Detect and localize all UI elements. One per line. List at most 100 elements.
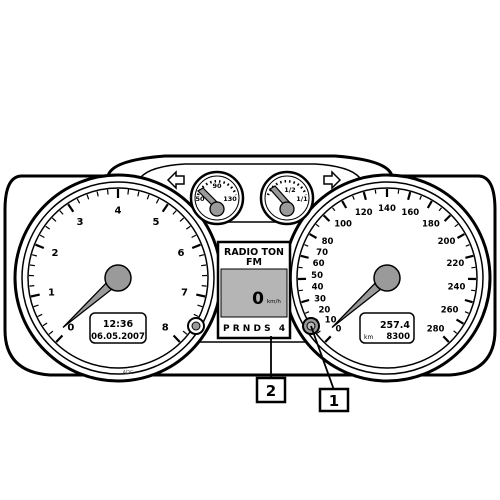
speedometer-tick bbox=[309, 233, 318, 239]
tachometer-tick bbox=[86, 194, 90, 200]
speedometer-tick bbox=[464, 311, 469, 314]
speedometer-tick bbox=[454, 223, 459, 228]
tach-label-8: 8 bbox=[162, 322, 169, 333]
digital-speed-value: 0 bbox=[252, 289, 264, 309]
left-turn-signal-icon bbox=[166, 170, 185, 190]
speedometer-tick bbox=[298, 289, 303, 292]
tachometer-tick bbox=[30, 293, 40, 298]
speedometer-hub bbox=[373, 264, 401, 292]
speed-label-140: 140 bbox=[378, 204, 396, 214]
display-band-line: FM bbox=[246, 257, 262, 268]
tachometer-tick bbox=[31, 254, 38, 257]
speedometer-tick bbox=[301, 298, 310, 304]
speedometer-tick bbox=[465, 244, 470, 247]
tachometer-tick bbox=[59, 210, 64, 215]
temp-label-50: 50 bbox=[195, 195, 205, 203]
tachometer-tick bbox=[51, 217, 57, 222]
callout-1-box bbox=[318, 387, 350, 413]
speed-label-200: 200 bbox=[438, 237, 456, 247]
speedometer-tick bbox=[464, 298, 473, 304]
speedometer-scale-labels: 0 10 20 30 40 50 60 70 80 100 120 140 16… bbox=[311, 204, 465, 334]
tachometer-tick bbox=[39, 234, 45, 239]
tachometer-tick bbox=[179, 217, 185, 222]
tachometer-ticks bbox=[28, 189, 208, 343]
tachometer-tick bbox=[201, 264, 207, 267]
speed-label-20: 20 bbox=[318, 305, 330, 315]
callout-2-box bbox=[255, 376, 287, 404]
speedometer-tick bbox=[300, 254, 309, 259]
current-gear-number: 4 bbox=[279, 324, 285, 334]
speed-label-30: 30 bbox=[314, 294, 326, 304]
total-odometer: 8300 bbox=[386, 332, 410, 342]
speedometer-tick bbox=[322, 214, 331, 222]
tachometer-tick bbox=[76, 198, 81, 204]
tachometer-tick bbox=[35, 243, 45, 250]
tachometer-tick bbox=[196, 293, 206, 298]
tachometer-tick bbox=[201, 285, 207, 287]
driver-information-display: RADIO TON FM 0 km/h P R N D S 4 bbox=[216, 240, 292, 340]
right-turn-signal-icon bbox=[323, 170, 342, 190]
fuel-label-half: 1/2 bbox=[284, 186, 295, 194]
speed-label-10: 10 bbox=[325, 315, 337, 325]
callout-2-number: 2 bbox=[266, 382, 276, 400]
temp-label-130: 130 bbox=[223, 195, 237, 203]
callout-1: 1 bbox=[310, 325, 350, 413]
speed-label-280: 280 bbox=[427, 324, 445, 334]
fuel-hub bbox=[279, 201, 295, 217]
speed-label-60: 60 bbox=[313, 259, 325, 269]
tachometer-tick bbox=[146, 194, 150, 200]
tachometer-tick bbox=[29, 264, 35, 267]
display-radio-line: RADIO TON bbox=[224, 247, 284, 258]
speedometer-tick bbox=[471, 289, 476, 292]
left-reset-knob bbox=[187, 317, 205, 335]
tachometer-tick bbox=[67, 203, 75, 213]
tachometer-tick bbox=[48, 330, 54, 335]
odometer-unit: km bbox=[364, 334, 373, 341]
display-speed-panel bbox=[220, 268, 288, 318]
tachometer-tick bbox=[29, 285, 35, 287]
watermark-text: ADC bbox=[123, 370, 134, 376]
tachometer-tick bbox=[106, 189, 109, 195]
speed-label-260: 260 bbox=[441, 305, 459, 315]
speed-label-100: 100 bbox=[334, 220, 352, 230]
speedometer-tick bbox=[332, 207, 336, 212]
speedometer-tick bbox=[316, 330, 321, 334]
speed-label-50: 50 bbox=[311, 271, 323, 281]
speedometer-tick bbox=[419, 195, 422, 200]
speedometer-tick bbox=[304, 244, 309, 247]
speedometer-tick bbox=[453, 330, 458, 334]
speedometer-ticks bbox=[297, 189, 477, 343]
tachometer-tick bbox=[45, 225, 51, 230]
speedometer-tick bbox=[407, 191, 412, 201]
tachometer-tick bbox=[33, 304, 39, 308]
temperature-hub bbox=[209, 201, 225, 217]
speedometer-tick bbox=[442, 335, 450, 343]
coolant-temperature-gauge: 50 90 130 bbox=[189, 170, 245, 226]
tach-label-2: 2 bbox=[52, 248, 59, 259]
tachometer-tick bbox=[172, 210, 177, 215]
speedometer-tick bbox=[374, 189, 377, 194]
tachometer-tick bbox=[185, 225, 191, 230]
tach-label-1: 1 bbox=[48, 288, 55, 299]
clock-date-display: 12:36 06.05.2007 bbox=[89, 312, 147, 344]
speedometer-tick bbox=[298, 266, 303, 269]
speed-label-120: 120 bbox=[355, 208, 373, 218]
speed-label-40: 40 bbox=[312, 283, 324, 293]
tachometer-tick bbox=[96, 191, 99, 197]
tach-label-5: 5 bbox=[153, 217, 160, 228]
speed-label-0: 0 bbox=[335, 324, 341, 334]
fuel-gauge: 1/2 1/1 bbox=[259, 170, 315, 226]
tachometer-tick bbox=[127, 189, 130, 195]
tachometer-tick bbox=[137, 191, 140, 197]
speedometer: 0 10 20 30 40 50 60 70 80 100 120 140 16… bbox=[282, 173, 492, 383]
tachometer-tick bbox=[191, 243, 201, 250]
digital-speed-unit: km/h bbox=[267, 299, 281, 305]
speedometer-tick bbox=[352, 195, 355, 200]
speedometer-tick bbox=[456, 233, 465, 239]
speedometer-tick bbox=[471, 266, 476, 269]
tachometer-tick bbox=[172, 334, 181, 343]
speedometer-tick bbox=[324, 335, 332, 343]
speedometer-tick bbox=[305, 311, 310, 314]
tach-label-7: 7 bbox=[181, 288, 188, 299]
tach-label-0: 0 bbox=[67, 322, 74, 333]
